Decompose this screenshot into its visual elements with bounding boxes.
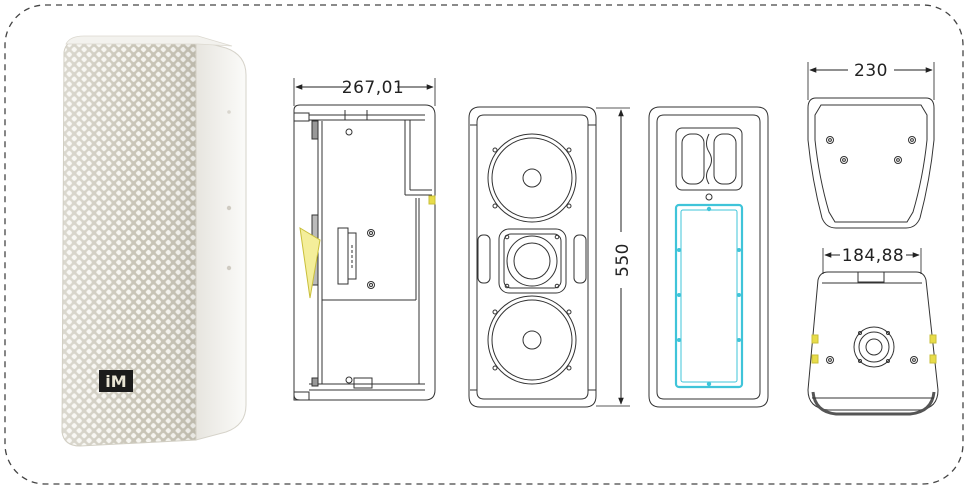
dim-height-label: 550	[613, 243, 633, 277]
dim-height: 550	[596, 107, 633, 407]
brand-logo-text: iM	[105, 372, 126, 391]
dim-side-depth-label: 267,01	[342, 78, 404, 98]
brand-logo: iM	[99, 370, 133, 392]
dim-side-depth: 267,01	[293, 78, 436, 106]
rear-connector-plate	[674, 203, 744, 389]
top-view-drawing	[807, 97, 935, 229]
side-view-drawing	[293, 104, 436, 401]
dim-top-width: 230	[807, 61, 935, 100]
dim-bottom-width: 184,88	[822, 246, 922, 274]
dim-top-width-label: 230	[854, 61, 888, 81]
dim-bottom-width-label: 184,88	[842, 246, 904, 266]
dashed-frame	[4, 4, 964, 485]
bottom-view-drawing	[807, 271, 939, 416]
speaker-photo: iM	[61, 35, 247, 447]
rear-view-drawing	[648, 106, 769, 408]
front-view-drawing	[468, 106, 597, 408]
